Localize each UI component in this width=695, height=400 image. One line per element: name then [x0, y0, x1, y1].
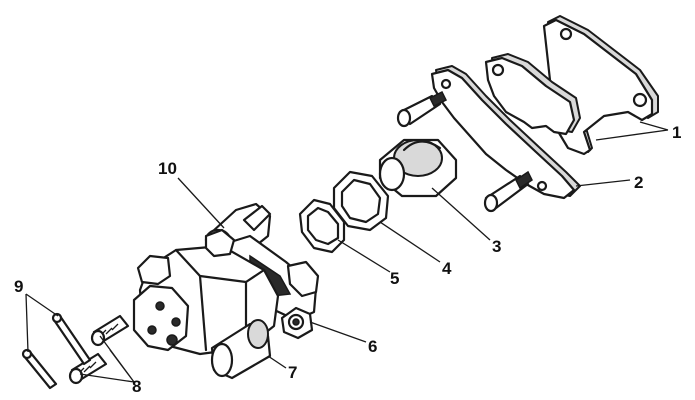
label-9: 9	[14, 277, 23, 296]
label-4: 4	[442, 259, 452, 278]
part-6-slide-bolt	[280, 306, 314, 340]
part-7-sleeve	[210, 319, 272, 380]
label-1: 1	[672, 123, 681, 142]
label-5: 5	[390, 269, 399, 288]
part-9-pins	[21, 312, 92, 390]
part-2-bracket	[396, 53, 581, 213]
part-3-piston	[378, 138, 458, 198]
label-10: 10	[158, 159, 177, 178]
part-5-dust-seal	[298, 198, 346, 254]
label-3: 3	[492, 237, 501, 256]
label-8: 8	[132, 377, 141, 396]
part-4-seal	[332, 170, 390, 232]
label-2: 2	[634, 173, 643, 192]
leader-lines	[25, 121, 669, 383]
label-7: 7	[288, 363, 297, 382]
label-6: 6	[368, 337, 377, 356]
